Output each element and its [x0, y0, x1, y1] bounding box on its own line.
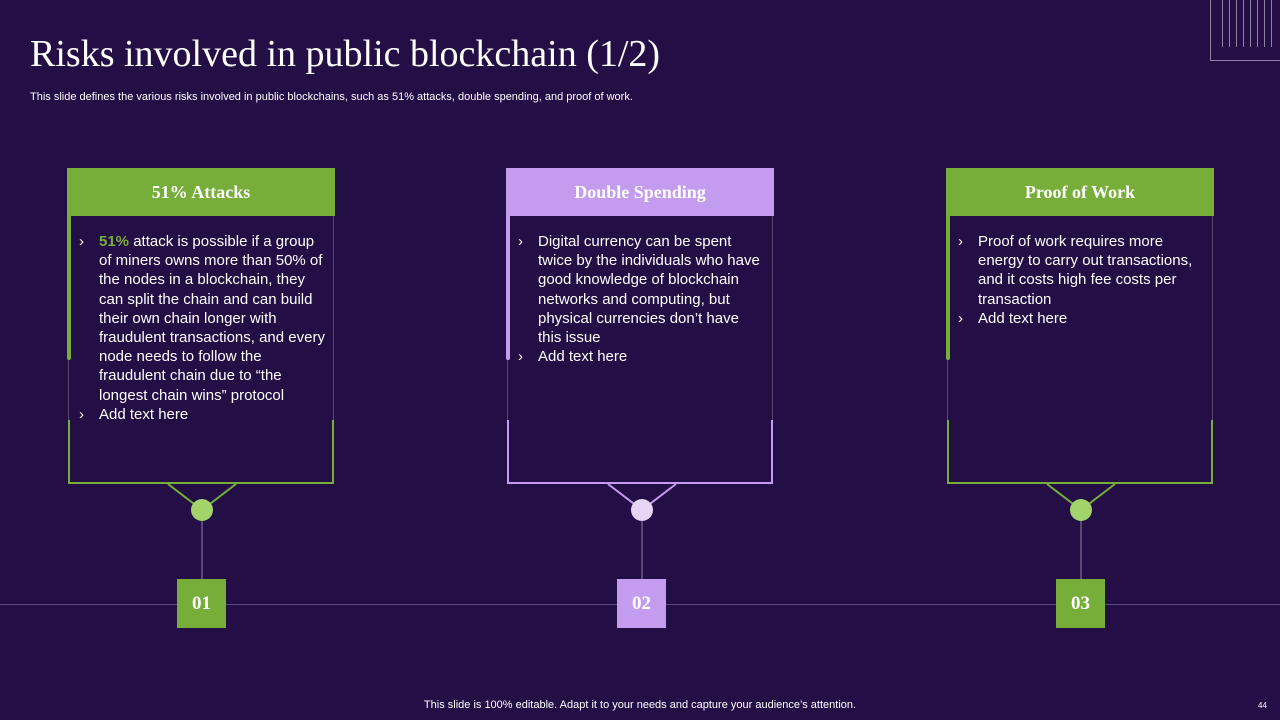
card-header: 51% Attacks [67, 168, 335, 216]
bullet-text: attack is possible if a group of miners … [99, 233, 325, 404]
step-number-box: 02 [617, 579, 666, 628]
chevron-right-icon: › [958, 233, 963, 250]
step-number-box: 03 [1056, 579, 1105, 628]
card-accent-bar [67, 216, 71, 360]
list-item: › Digital currency can be spent twice by… [518, 232, 766, 347]
bullet-text: Add text here [538, 348, 628, 366]
list-item: › Add text here [958, 309, 1206, 328]
chevron-right-icon: › [518, 233, 523, 250]
card-header: Proof of Work [946, 168, 1214, 216]
corner-decoration [1210, 0, 1280, 61]
list-item: › 51% attack is possible if a group of m… [79, 232, 327, 405]
bullet-text: Proof of work requires more energy to ca… [978, 233, 1193, 308]
node-dot [1070, 499, 1092, 521]
connector-2 [607, 483, 677, 579]
chevron-right-icon: › [79, 233, 84, 250]
risk-card-51-attacks: 51% Attacks › 51% attack is possible if … [67, 168, 335, 484]
node-dot [631, 499, 653, 521]
list-item: › Add text here [518, 347, 766, 366]
chevron-right-icon: › [518, 348, 523, 366]
node-dot [191, 499, 213, 521]
chevron-right-icon: › [958, 309, 963, 327]
bullet-list: › Proof of work requires more energy to … [958, 232, 1206, 328]
chevron-right-icon: › [79, 405, 84, 423]
slide-title: Risks involved in public blockchain (1/2… [30, 33, 661, 75]
step-number-box: 01 [177, 579, 226, 628]
connector-1 [167, 483, 237, 579]
card-frame-bottom [947, 420, 1213, 484]
slide-footer: This slide is 100% editable. Adapt it to… [423, 699, 857, 711]
page-number: 44 [1258, 701, 1267, 710]
bullet-text: Add text here [99, 405, 189, 423]
list-item: › Add text here [79, 405, 327, 424]
bullet-list: › Digital currency can be spent twice by… [518, 232, 766, 366]
card-header: Double Spending [506, 168, 774, 216]
card-accent-bar [506, 216, 510, 360]
bullet-text: Add text here [978, 309, 1068, 327]
card-accent-bar [946, 216, 950, 360]
list-item: › Proof of work requires more energy to … [958, 232, 1206, 309]
bullet-text: Digital currency can be spent twice by t… [538, 233, 760, 347]
card-frame-bottom [507, 420, 773, 484]
connector-3 [1046, 483, 1116, 579]
risk-card-double-spending: Double Spending › Digital currency can b… [506, 168, 774, 484]
highlight-text: 51% [99, 233, 130, 250]
slide-subtitle: This slide defines the various risks inv… [30, 91, 633, 103]
risk-card-proof-of-work: Proof of Work › Proof of work requires m… [946, 168, 1214, 484]
card-frame-bottom [68, 420, 334, 484]
bullet-list: › 51% attack is possible if a group of m… [79, 232, 327, 424]
